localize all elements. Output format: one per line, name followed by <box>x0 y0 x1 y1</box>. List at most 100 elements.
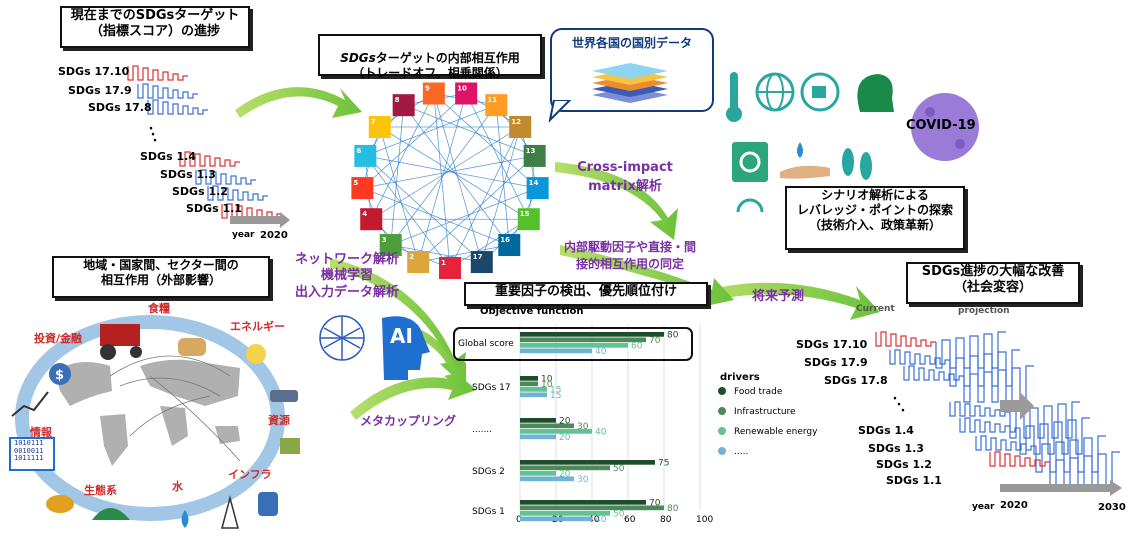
train-icon <box>258 492 278 516</box>
bar-value: 15 <box>550 391 561 401</box>
right-wave-6 <box>989 451 1050 467</box>
category-label: Global score <box>458 339 514 349</box>
sdg-tile-11: 11 <box>485 94 508 117</box>
category-label: SDGs 17 <box>472 383 511 393</box>
bar-value: 50 <box>613 510 625 520</box>
wheel-link <box>433 93 451 269</box>
wheel-link <box>362 187 510 246</box>
bar-value: 80 <box>667 504 679 514</box>
left-progress-chart <box>127 65 290 228</box>
right-dot: ・ <box>898 406 908 417</box>
bar <box>520 500 646 505</box>
left-wave-2 <box>147 99 208 115</box>
sdg-tile-13: 13 <box>523 144 546 167</box>
category-label: ....... <box>472 425 492 435</box>
globe-icon <box>755 72 795 112</box>
water-hand-icon <box>780 142 830 179</box>
sdg-tile-17: 17 <box>470 251 493 274</box>
interaction-title-em: SDGs <box>340 51 376 65</box>
issues-icons <box>726 72 979 212</box>
wheel-link <box>433 93 483 263</box>
bar <box>520 511 610 516</box>
bar-value: 20 <box>559 417 571 427</box>
x-tick: 60 <box>624 515 636 525</box>
x-tick: 80 <box>660 515 672 525</box>
wheel-link <box>390 244 482 263</box>
sdg-tile-9: 9 <box>422 82 445 105</box>
projection-wave-0 <box>935 331 1006 369</box>
wheel-link <box>465 93 530 220</box>
sdg-number: 15 <box>520 210 530 218</box>
left-dot: ・ <box>150 136 160 147</box>
sector-water: 水 <box>172 480 183 493</box>
sdg-number: 12 <box>511 118 521 126</box>
projection-wave-2 <box>963 365 1034 403</box>
global-score-frame <box>453 327 693 361</box>
left-wave-3 <box>179 151 240 167</box>
sdg-tile-8: 8 <box>392 94 415 117</box>
wheel-link <box>417 93 467 263</box>
bar <box>520 434 556 440</box>
tractor-icon <box>100 324 142 360</box>
bee-icon <box>46 495 74 513</box>
wheel-link <box>495 105 510 246</box>
left-label-0: SDGs 17.10 <box>58 65 130 78</box>
bar-value: 10 <box>541 380 553 390</box>
bar <box>520 465 610 471</box>
right-label-0: SDGs 17.10 <box>796 338 868 351</box>
legend-swatch <box>718 427 726 435</box>
sdg-number: 3 <box>382 236 387 244</box>
legend-swatch <box>718 387 726 395</box>
bar <box>520 381 538 387</box>
right-wave-4 <box>959 417 1020 433</box>
bar <box>520 471 556 476</box>
sdg-tile-10: 10 <box>455 82 478 105</box>
right-label-6: SDGs 1.4 <box>858 424 914 437</box>
tower-icon <box>221 495 239 529</box>
bar-value: 20 <box>559 470 571 480</box>
category-label: SDGs 2 <box>472 467 505 477</box>
arrow-1 <box>235 87 362 118</box>
priority-title-box: 重要因子の検出、優先順位付け <box>464 282 708 306</box>
sdg-tile-5: 5 <box>351 177 374 200</box>
bar <box>520 418 556 423</box>
wheel-link <box>433 93 538 189</box>
sdg-number: 11 <box>487 96 497 104</box>
legend-item: Infrastructure <box>734 407 796 417</box>
cycle-globe-icon <box>736 198 764 212</box>
wheel-link <box>371 126 521 220</box>
wheel-link <box>379 126 419 263</box>
bar <box>520 392 547 398</box>
right-label-8: SDGs 1.2 <box>876 458 932 471</box>
cross-impact-label: Cross-impact matrix解析 <box>577 160 673 194</box>
legend-item: Food trade <box>734 387 783 397</box>
left-wave-4 <box>195 169 256 185</box>
layers-icon <box>592 63 668 103</box>
right-year-start: 2020 <box>1000 500 1028 511</box>
sdg-tile-2: 2 <box>407 251 430 274</box>
driver-bar-chart: Objective function020406080100Contributi… <box>453 306 818 525</box>
interaction-title-rest: ターゲットの内部相互作用 （トレードオフ、相乗関係） <box>352 51 520 80</box>
sdg-number: 14 <box>529 179 539 187</box>
wheel-link <box>365 155 538 189</box>
sdg-number: 2 <box>409 253 414 261</box>
bar-value: 30 <box>577 475 589 485</box>
sdg-number: 7 <box>371 118 376 126</box>
computer-icon <box>9 437 55 471</box>
right-label-2: SDGs 17.8 <box>824 374 888 387</box>
x-tick: 100 <box>696 515 713 525</box>
ai-label: AI <box>390 324 413 348</box>
svg-text:$: $ <box>55 368 64 383</box>
bar <box>520 387 547 392</box>
right-dot: ・ <box>894 400 904 411</box>
sdg-tile-1: 1 <box>439 257 461 279</box>
sdg-tile-12: 12 <box>509 115 532 138</box>
projection-label: projection <box>958 306 1010 316</box>
bar-value: 40 <box>595 515 607 525</box>
left-label-2: SDGs 17.8 <box>88 101 152 114</box>
covid-label: COVID-19 <box>906 118 976 133</box>
right-label-9: SDGs 1.1 <box>886 474 942 487</box>
projection-arrow <box>1000 392 1034 420</box>
left-wave-5 <box>207 185 268 201</box>
